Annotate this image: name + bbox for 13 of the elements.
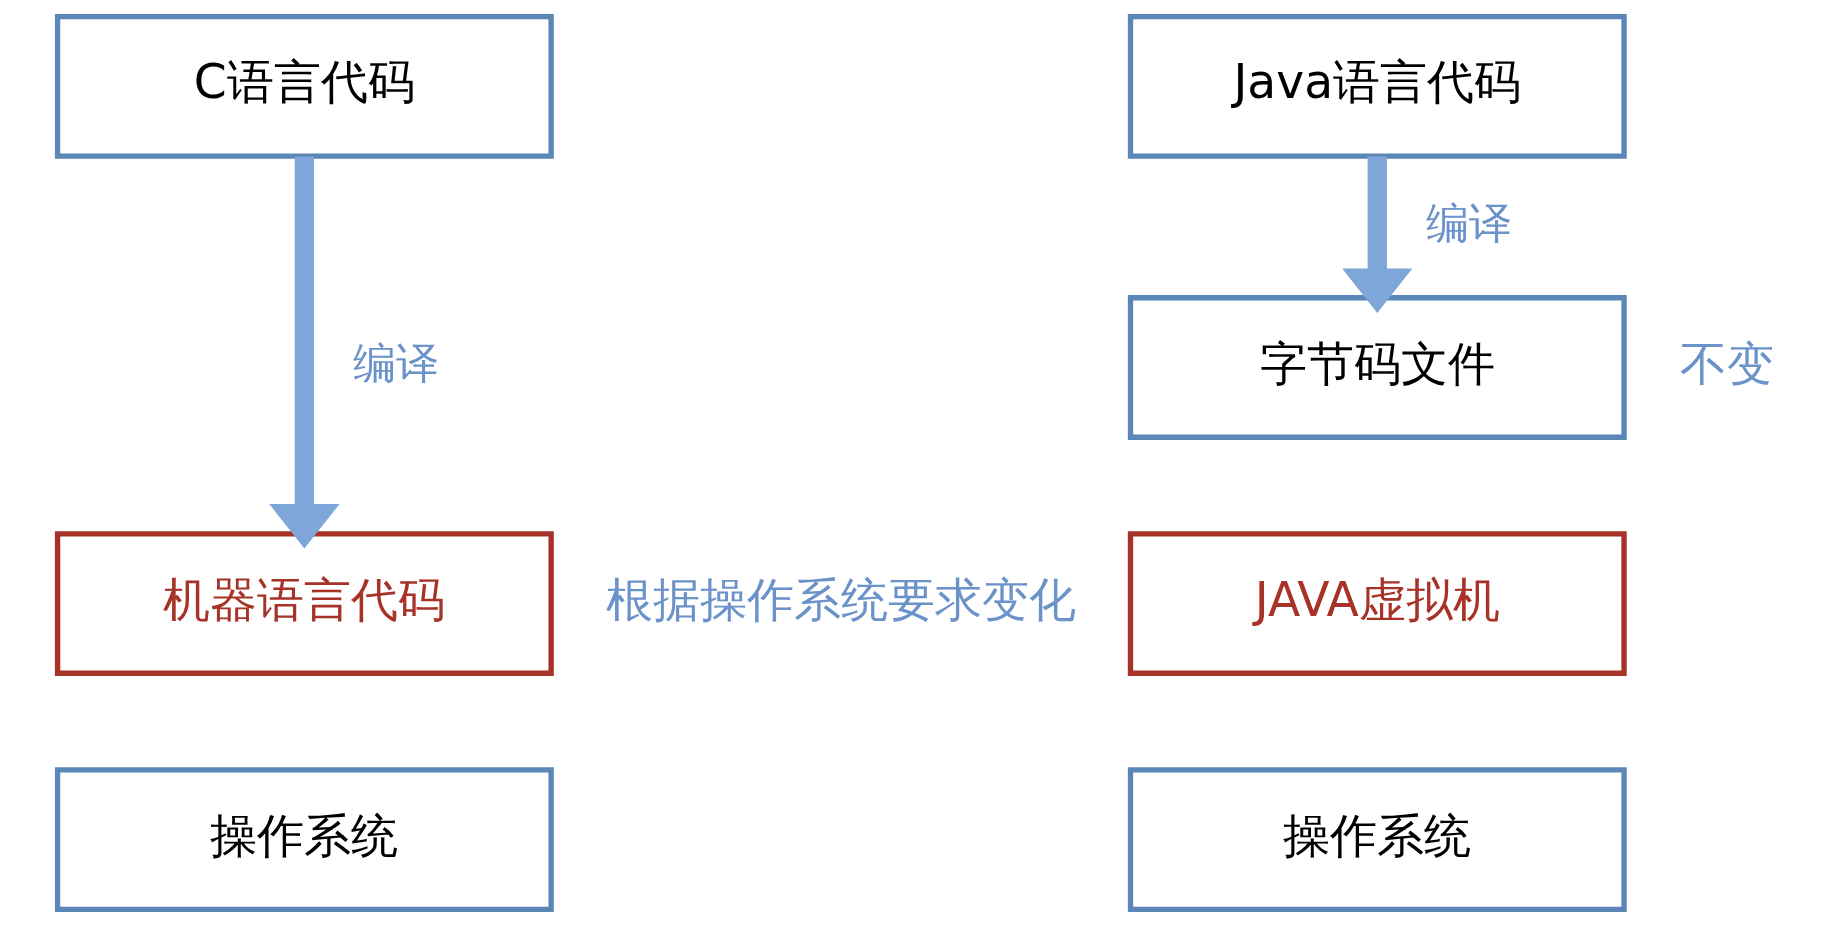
node-box: 操作系统: [54, 767, 554, 912]
node-box: 机器语言代码: [54, 531, 554, 676]
node-box: Java语言代码: [1127, 14, 1627, 159]
node-box: C语言代码: [54, 14, 554, 159]
node-box: JAVA虚拟机: [1127, 531, 1627, 676]
arrow: [268, 156, 339, 549]
node-box: 字节码文件: [1127, 295, 1627, 440]
node-label: 根据操作系统要求变化: [605, 571, 1076, 627]
node-box: 操作系统: [1127, 767, 1627, 912]
arrow: [1341, 156, 1412, 313]
edge-label: 编译: [352, 338, 439, 389]
node-label: 不变: [1679, 335, 1774, 391]
edge-label: 编译: [1425, 197, 1512, 248]
